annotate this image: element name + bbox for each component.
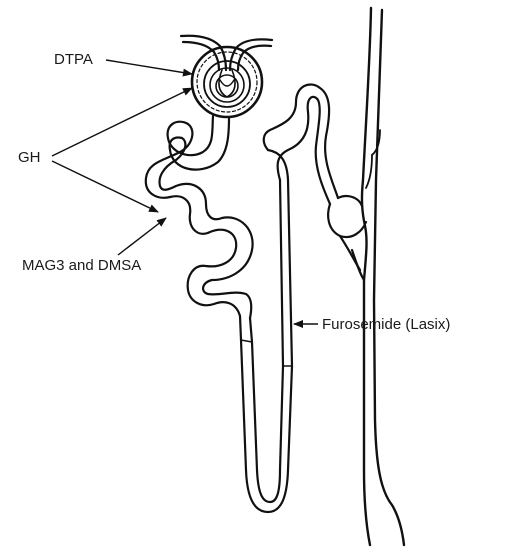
dtpa-arrow [105, 59, 193, 77]
label-gh: GH [18, 149, 41, 166]
mag3-arrow [117, 217, 167, 256]
proximal-convoluted-tubule [144, 114, 254, 320]
gh-arrow-upper [51, 87, 193, 157]
glomerulus [190, 45, 264, 119]
collecting-duct [360, 6, 406, 547]
ascending-limb-top [262, 83, 340, 206]
loop-of-henle [238, 148, 294, 514]
leader-arrows [51, 59, 318, 328]
distal-tubule [327, 195, 368, 282]
label-furosemide: Furosemide (Lasix) [322, 316, 451, 333]
gh-arrow-lower [51, 160, 159, 213]
label-dtpa: DTPA [54, 51, 93, 68]
label-mag3-dmsa: MAG3 and DMSA [22, 257, 142, 274]
